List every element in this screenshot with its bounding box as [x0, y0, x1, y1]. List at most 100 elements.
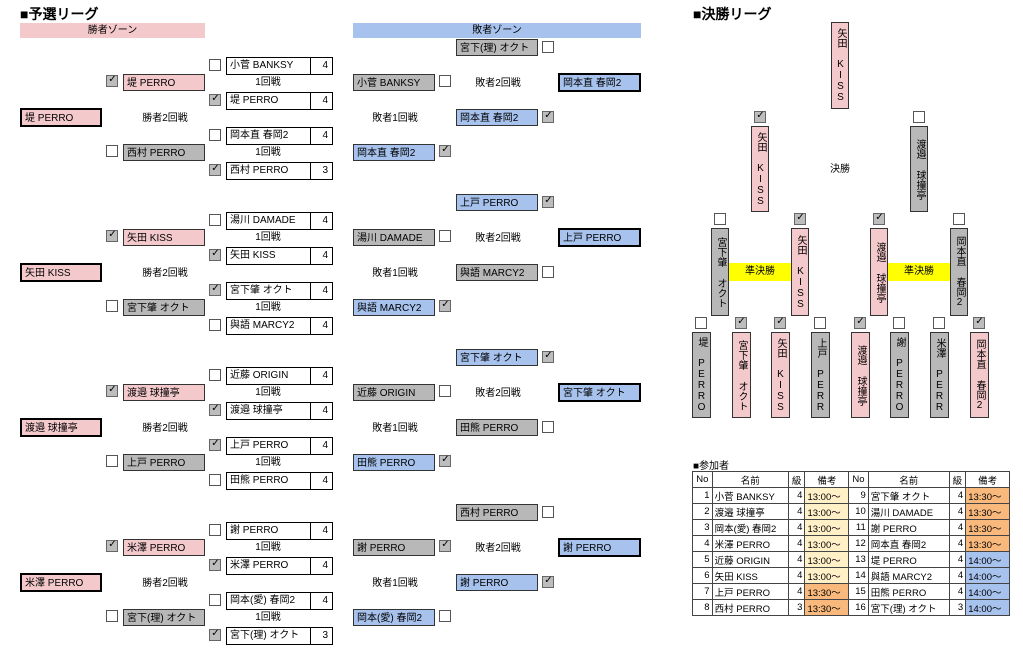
l1-checkbox[interactable] — [439, 454, 451, 467]
qf-entry: 上戸 PERRO — [811, 332, 830, 418]
qf-entry: 宮下肇 オクト — [732, 332, 751, 418]
l2-checkbox[interactable] — [542, 110, 554, 123]
l2-checkbox[interactable] — [542, 41, 554, 53]
w2-entry: 矢田 KISS — [123, 229, 205, 246]
l2-checkbox[interactable] — [542, 421, 554, 433]
r1-score: 4 — [310, 283, 330, 299]
qf-checkbox[interactable] — [933, 317, 945, 329]
r1-checkbox[interactable] — [209, 214, 221, 226]
r1-checkbox[interactable] — [209, 129, 221, 141]
prelim-league-title: ■予選リーグ — [20, 6, 99, 22]
l1-winner-entry: 與語 MARCY2 — [456, 264, 538, 281]
l1-checkbox[interactable] — [439, 385, 451, 397]
r1-checkbox[interactable] — [209, 524, 221, 536]
w2-checkbox[interactable] — [106, 229, 118, 242]
r1-checkbox[interactable] — [209, 628, 221, 641]
w2-checkbox[interactable] — [106, 300, 118, 312]
group-winner: 矢田 KISS — [20, 263, 102, 282]
qf-checkbox[interactable] — [774, 316, 786, 329]
r1-checkbox[interactable] — [209, 59, 221, 71]
cell-lv: 4 — [787, 567, 806, 584]
r1-checkbox[interactable] — [209, 403, 221, 416]
qf-checkbox[interactable] — [973, 316, 985, 329]
w2-label: 勝者2回戦 — [142, 268, 188, 279]
w2-entry: 西村 PERRO — [123, 144, 205, 161]
loser-zone-winner: 上戸 PERRO — [558, 228, 641, 247]
semifinalist: 岡本直 春岡2 — [950, 228, 968, 316]
w2-checkbox[interactable] — [106, 539, 118, 552]
r1-checkbox[interactable] — [209, 594, 221, 606]
r1-checkbox[interactable] — [209, 248, 221, 261]
l1-entry: 與語 MARCY2 — [353, 299, 435, 316]
cell-name: 堤 PERRO — [867, 551, 950, 568]
w2-checkbox[interactable] — [106, 455, 118, 467]
r1-label: 1回戦 — [255, 387, 281, 398]
l1-checkbox[interactable] — [439, 299, 451, 312]
semifinal-label: 準決勝 — [729, 263, 791, 281]
r1-checkbox[interactable] — [209, 558, 221, 571]
l1-checkbox[interactable] — [439, 539, 451, 552]
qf-entry: 岡本直 春岡2 — [970, 332, 989, 418]
l2-checkbox[interactable] — [542, 266, 554, 278]
w2-checkbox[interactable] — [106, 74, 118, 87]
r1-score: 3 — [310, 628, 330, 644]
l2-checkbox[interactable] — [542, 350, 554, 363]
qf-checkbox[interactable] — [814, 317, 826, 329]
l2-top-entry: 西村 PERRO — [456, 504, 538, 521]
w2-checkbox[interactable] — [106, 384, 118, 397]
cell-lv: 4 — [948, 503, 967, 520]
qf-checkbox[interactable] — [854, 316, 866, 329]
r1-name: 田熊 PERRO — [230, 475, 289, 486]
r1-checkbox[interactable] — [209, 283, 221, 296]
qf-checkbox[interactable] — [735, 316, 747, 329]
qf-checkbox[interactable] — [695, 317, 707, 329]
semi-checkbox[interactable] — [873, 212, 885, 225]
r1-checkbox[interactable] — [209, 369, 221, 381]
l1-entry: 謝 PERRO — [353, 539, 435, 556]
r1-name: 與語 MARCY2 — [230, 320, 295, 331]
cell-no: 6 — [692, 567, 713, 584]
cell-name: 岡本(愛) 春岡2 — [711, 519, 789, 536]
r1-checkbox[interactable] — [209, 93, 221, 106]
r1-checkbox[interactable] — [209, 474, 221, 486]
r1-name: 上戸 PERRO — [230, 440, 289, 451]
qf-checkbox[interactable] — [893, 317, 905, 329]
cell-name: 湯川 DAMADE — [867, 503, 950, 520]
w2-label: 勝者2回戦 — [142, 113, 188, 124]
cell-name: 宮下(理) オクト — [867, 599, 950, 616]
semi-checkbox[interactable] — [953, 213, 965, 225]
l2-checkbox[interactable] — [542, 575, 554, 588]
semi-checkbox[interactable] — [714, 213, 726, 225]
cell-name: 宮下肇 オクト — [867, 487, 950, 504]
r1-checkbox[interactable] — [209, 319, 221, 331]
participants-title: ■参加者 — [693, 461, 730, 472]
w2-checkbox[interactable] — [106, 145, 118, 157]
cell-lv: 3 — [948, 599, 967, 616]
final-checkbox[interactable] — [754, 110, 766, 123]
l1-checkbox[interactable] — [439, 230, 451, 242]
w2-checkbox[interactable] — [106, 610, 118, 622]
l1-checkbox[interactable] — [439, 75, 451, 87]
r1-name: 岡本直 春岡2 — [230, 130, 289, 141]
group-winner: 堤 PERRO — [20, 108, 102, 127]
l1-checkbox[interactable] — [439, 610, 451, 622]
cell-lv: 4 — [787, 503, 806, 520]
semi-checkbox[interactable] — [794, 212, 806, 225]
r1-checkbox[interactable] — [209, 163, 221, 176]
cell-lv: 3 — [787, 599, 806, 616]
l2-checkbox[interactable] — [542, 506, 554, 518]
cell-no: 13 — [848, 551, 869, 568]
cell-note: 13:30〜 — [965, 503, 1010, 520]
cell-name: 西村 PERRO — [711, 599, 789, 616]
r1-checkbox[interactable] — [209, 438, 221, 451]
l2-checkbox[interactable] — [542, 195, 554, 208]
l1-checkbox[interactable] — [439, 144, 451, 157]
final-checkbox[interactable] — [913, 111, 925, 123]
l1-winner-entry: 謝 PERRO — [456, 574, 538, 591]
cell-name: 渡邉 球撞亭 — [711, 503, 789, 520]
